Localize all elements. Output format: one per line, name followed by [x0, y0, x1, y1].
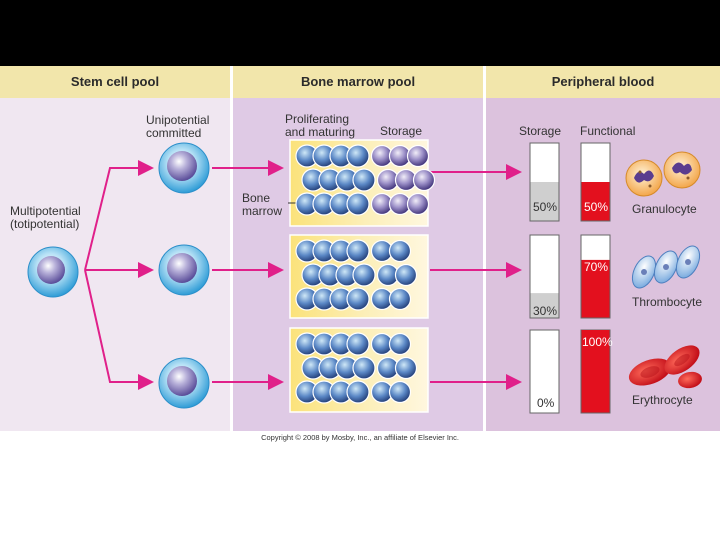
label-erythrocyte: Erythrocyte: [632, 393, 693, 407]
stem-header-band: [0, 66, 230, 98]
top-black-bar: [0, 0, 720, 66]
pct-functional-granulocyte: 50%: [584, 200, 609, 214]
marrow-storage-cell: [406, 144, 430, 168]
header-bone-marrow-pool: Bone marrow pool: [300, 74, 416, 89]
functional-bar-fill-1: [581, 259, 610, 318]
pct-functional-erythrocyte: 100%: [582, 335, 613, 349]
label-multipotential: Multipotential (totipotential): [10, 205, 81, 231]
marrow-storage-cell: [394, 263, 418, 287]
pct-storage-granulocyte: 50%: [533, 200, 558, 214]
label-proliferating-line1: Proliferating: [285, 112, 350, 126]
label-unipotential: Unipotential committed: [146, 114, 209, 140]
unipotential-cell-bottom: [158, 357, 210, 409]
label-bone-marrow-line1: Bone: [242, 191, 271, 205]
label-proliferating-line2: and maturing: [285, 125, 356, 139]
label-thrombocyte: Thrombocyte: [632, 295, 703, 309]
storage-bar-frame-2: [529, 329, 560, 414]
header-stem-cell-pool: Stem cell pool: [70, 74, 160, 89]
marrow-storage-cell: [406, 192, 430, 216]
unipotential-cell-top: [158, 142, 210, 194]
label-storage-marrow: Storage: [380, 124, 423, 138]
granulocyte-cells: [625, 151, 701, 197]
label-granulocyte: Granulocyte: [632, 202, 697, 216]
marrow-header-band: [233, 66, 483, 98]
storage-functional-bars: [529, 142, 611, 414]
label-bone-marrow: Bone marrow: [242, 192, 282, 218]
functional-bar-fill-0: [581, 182, 610, 221]
marrow-proliferating-cell: [352, 356, 376, 380]
pct-storage-erythrocyte: 0%: [537, 396, 555, 410]
label-proliferating: Proliferating and maturing: [285, 113, 355, 139]
label-multipotential-line2: (totipotential): [10, 217, 80, 231]
header-peripheral-blood: Peripheral blood: [551, 74, 655, 89]
marrow-storage-cell: [394, 356, 418, 380]
erythrocyte-cells: [628, 345, 702, 389]
marrow-storage-cell: [388, 287, 412, 311]
marrow-cell-clusters: [295, 144, 436, 404]
storage-bar-fill-1: [530, 293, 559, 318]
marrow-proliferating-cell: [346, 144, 370, 168]
arrows: [84, 160, 522, 390]
marrow-proliferating-cell: [352, 168, 376, 192]
arrow-branch-bottom: [84, 269, 154, 390]
label-unipotential-line1: Unipotential: [146, 113, 210, 127]
marrow-storage-cell: [388, 332, 412, 356]
marrow-proliferating-cell: [346, 192, 370, 216]
marrow-storage-cell: [388, 239, 412, 263]
marrow-storage-cell: [388, 380, 412, 404]
arrow-branch-top: [84, 160, 154, 271]
marrow-proliferating-cell: [346, 380, 370, 404]
marrow-proliferating-cell: [352, 263, 376, 287]
label-bone-marrow-line2: marrow: [242, 204, 283, 218]
marrow-proliferating-cell: [346, 239, 370, 263]
label-unipotential-line2: committed: [146, 126, 202, 140]
blood-header-band: [486, 66, 720, 98]
multipotential-stem-cell: [27, 246, 79, 298]
unipotential-cell-middle: [158, 244, 210, 296]
pct-storage-thrombocyte: 30%: [533, 304, 558, 318]
pct-functional-thrombocyte: 70%: [584, 260, 609, 274]
copyright-notice: Copyright © 2008 by Mosby, Inc., an affi…: [261, 433, 459, 442]
thrombocyte-cells: [631, 245, 701, 289]
functional-bar-fill-2: [581, 330, 610, 413]
marrow-storage-cell: [412, 168, 436, 192]
label-storage-blood: Storage: [519, 124, 562, 138]
hematopoiesis-diagram: [0, 66, 720, 431]
marrow-proliferating-cell: [346, 287, 370, 311]
marrow-proliferating-cell: [346, 332, 370, 356]
storage-bar-fill-0: [530, 182, 559, 221]
label-multipotential-line1: Multipotential: [10, 204, 81, 218]
label-functional-blood: Functional: [580, 124, 636, 138]
